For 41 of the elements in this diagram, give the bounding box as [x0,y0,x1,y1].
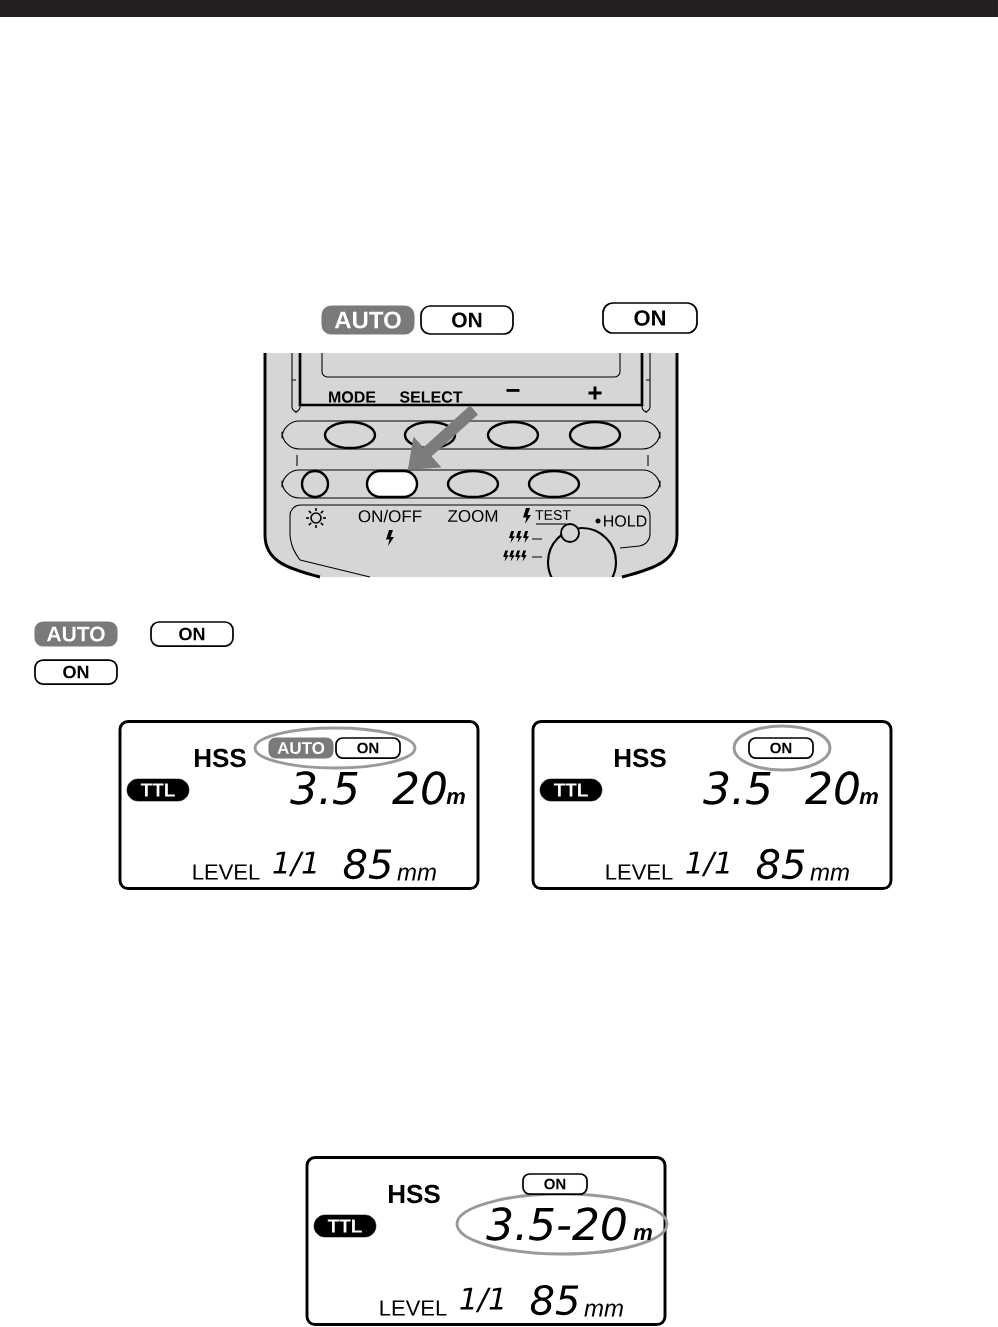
lcd-text: 85 [343,848,392,880]
lcd-text: 20 [805,771,859,805]
lcd-text: m [859,792,878,804]
lcd-text: HSS [615,748,666,768]
control-panel-drawing: MODE SELECT − + ON/OFF ZOOM TEST HOLD [263,352,679,579]
lcd-text: HSS [389,1184,440,1204]
lcd-text: 85 [530,1284,579,1316]
auto-badge: AUTO [34,621,118,647]
on-badge: ON [602,302,698,334]
lcd-text: 3.5-20 [486,1207,626,1241]
lcd-text: m [446,792,465,804]
auto-badge: AUTO [268,737,334,759]
lcd-text: HSS [195,748,246,768]
lcd-text: 85 [756,848,805,880]
lcd-text: 3.5 [290,771,358,805]
auto-badge: AUTO [321,305,415,335]
lcd-text: mm [810,867,849,881]
ttl-badge: TTL [313,1214,377,1238]
on-badge: ON [748,737,814,759]
lcd-text: LEVEL [606,864,673,880]
on-badge: ON [420,305,514,335]
lcd-text: 20 [392,771,446,805]
on-badge: ON [34,659,118,685]
lcd-text: m [633,1228,652,1240]
lcd-text: LEVEL [380,1300,447,1316]
lcd-text: 1/1 [273,851,316,877]
lcd-panel [118,720,480,890]
on-badge: ON [335,737,401,759]
ttl-badge: TTL [126,778,190,802]
button [365,469,419,499]
lcd-text: 3.5 [703,771,771,805]
lcd-text: mm [397,867,436,881]
lcd-text: LEVEL [193,864,260,880]
lcd-text: mm [584,1303,623,1317]
lcd-text: 1/1 [460,1287,503,1313]
on-badge: ON [150,621,234,647]
lcd-text: 1/1 [686,851,729,877]
lcd-panel [305,1156,667,1326]
lcd-panel [531,720,893,890]
ttl-badge: TTL [539,778,603,802]
on-badge: ON [522,1173,588,1195]
